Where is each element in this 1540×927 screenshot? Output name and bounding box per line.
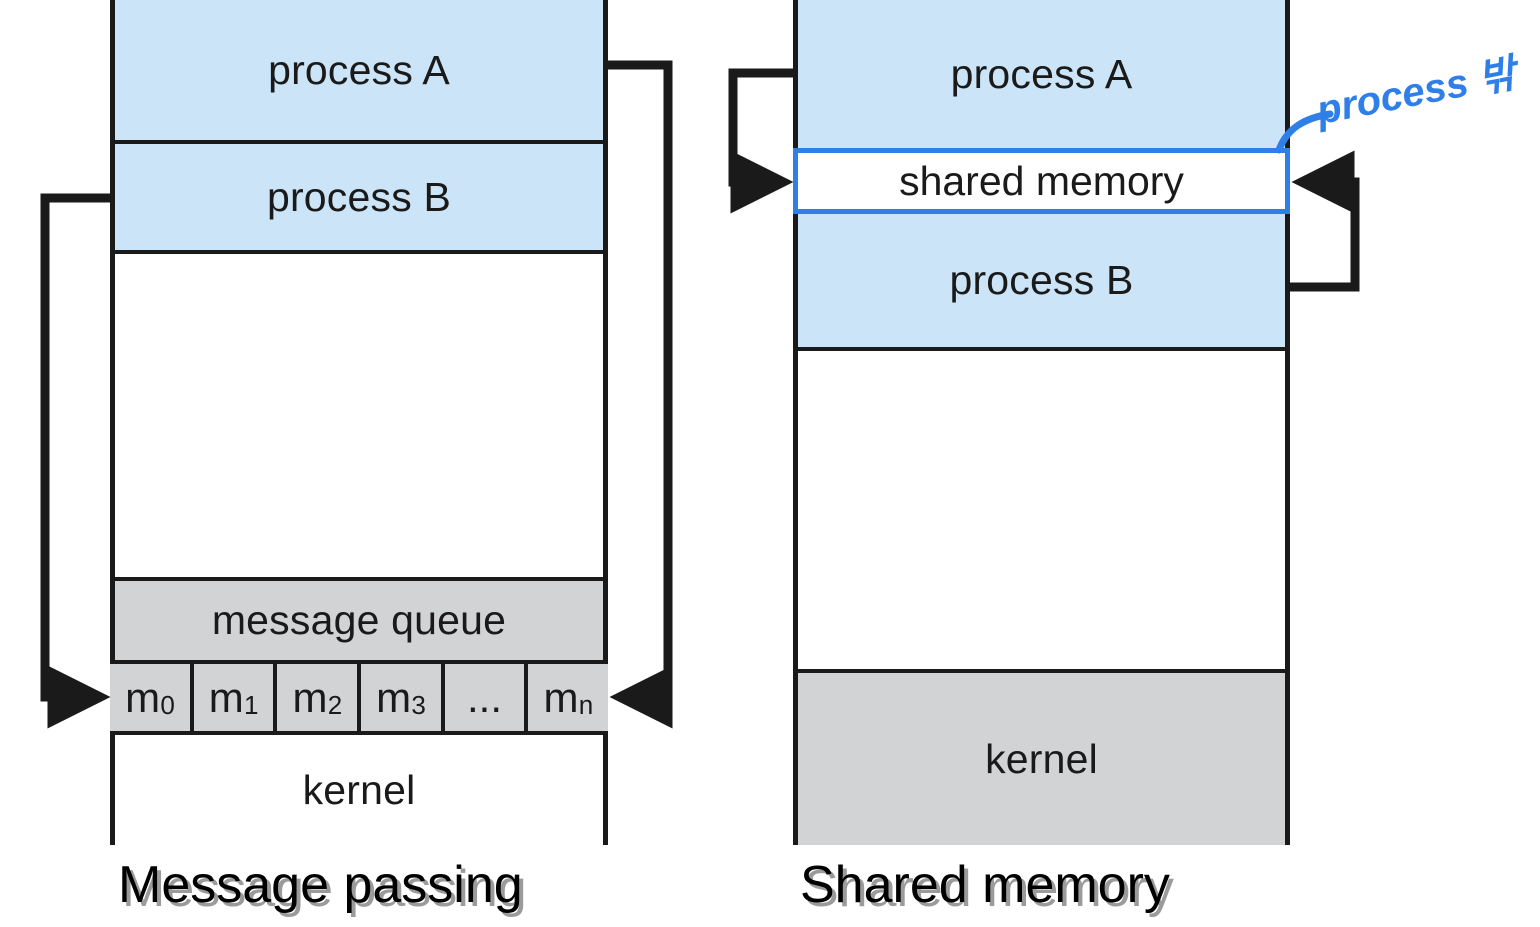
segment-empty-right xyxy=(798,351,1285,669)
queue-cell-ellipsis: ... xyxy=(445,664,529,731)
queue-cell-sub: 0 xyxy=(160,689,175,720)
shared-memory-memory-box: process A process B kernel xyxy=(793,0,1290,845)
queue-cell-sub: 1 xyxy=(244,689,259,720)
segment-label: process B xyxy=(949,257,1134,303)
annotation-label: process 밖 xyxy=(1313,51,1520,134)
queue-cell-sub: 2 xyxy=(327,689,343,720)
queue-cell-base: m xyxy=(292,673,328,721)
caption-label: Message passing xyxy=(118,856,523,914)
queue-cell-base: m xyxy=(543,673,579,721)
queue-cell-base: m xyxy=(208,673,244,721)
segment-kernel-left: kernel xyxy=(115,735,603,845)
segment-label: message queue xyxy=(211,597,507,643)
segment-label: kernel xyxy=(985,735,1098,782)
shared-memory-label: shared memory xyxy=(899,157,1184,204)
queue-cell-sub: 3 xyxy=(411,689,426,720)
arrow-processa-to-shared-memory xyxy=(728,68,794,214)
caption-label: Shared memory xyxy=(800,856,1170,914)
segment-empty-left xyxy=(115,254,603,577)
arrow-processa-to-mn xyxy=(608,60,673,729)
arrow-processb-to-m0 xyxy=(40,193,111,729)
queue-cell-base: ... xyxy=(467,673,503,721)
caption-shared-memory: Shared memory xyxy=(800,855,1170,915)
segment-process-b-right: process B xyxy=(798,214,1285,351)
queue-cell-sub: n xyxy=(578,689,594,720)
segment-label: process A xyxy=(950,50,1133,97)
segment-process-a-left: process A xyxy=(115,0,603,144)
message-passing-memory-box: process A process B message queue kernel xyxy=(110,0,608,845)
arrow-processb-to-shared-memory xyxy=(1290,150,1360,292)
segment-kernel-right: kernel xyxy=(798,669,1285,845)
shared-memory-block: shared memory xyxy=(793,148,1290,214)
caption-message-passing: Message passing xyxy=(118,855,523,915)
segment-message-queue: message queue xyxy=(115,577,603,660)
queue-cell-base: m xyxy=(376,673,412,721)
segment-process-b-left: process B xyxy=(115,144,603,254)
segment-label: kernel xyxy=(302,766,416,813)
handwritten-annotation-text: process 밖 xyxy=(1311,41,1520,136)
segment-process-a-right: process A xyxy=(798,0,1285,148)
queue-cell-base: m xyxy=(125,673,161,721)
segment-label: process B xyxy=(266,173,452,220)
segment-label: process A xyxy=(268,46,450,93)
